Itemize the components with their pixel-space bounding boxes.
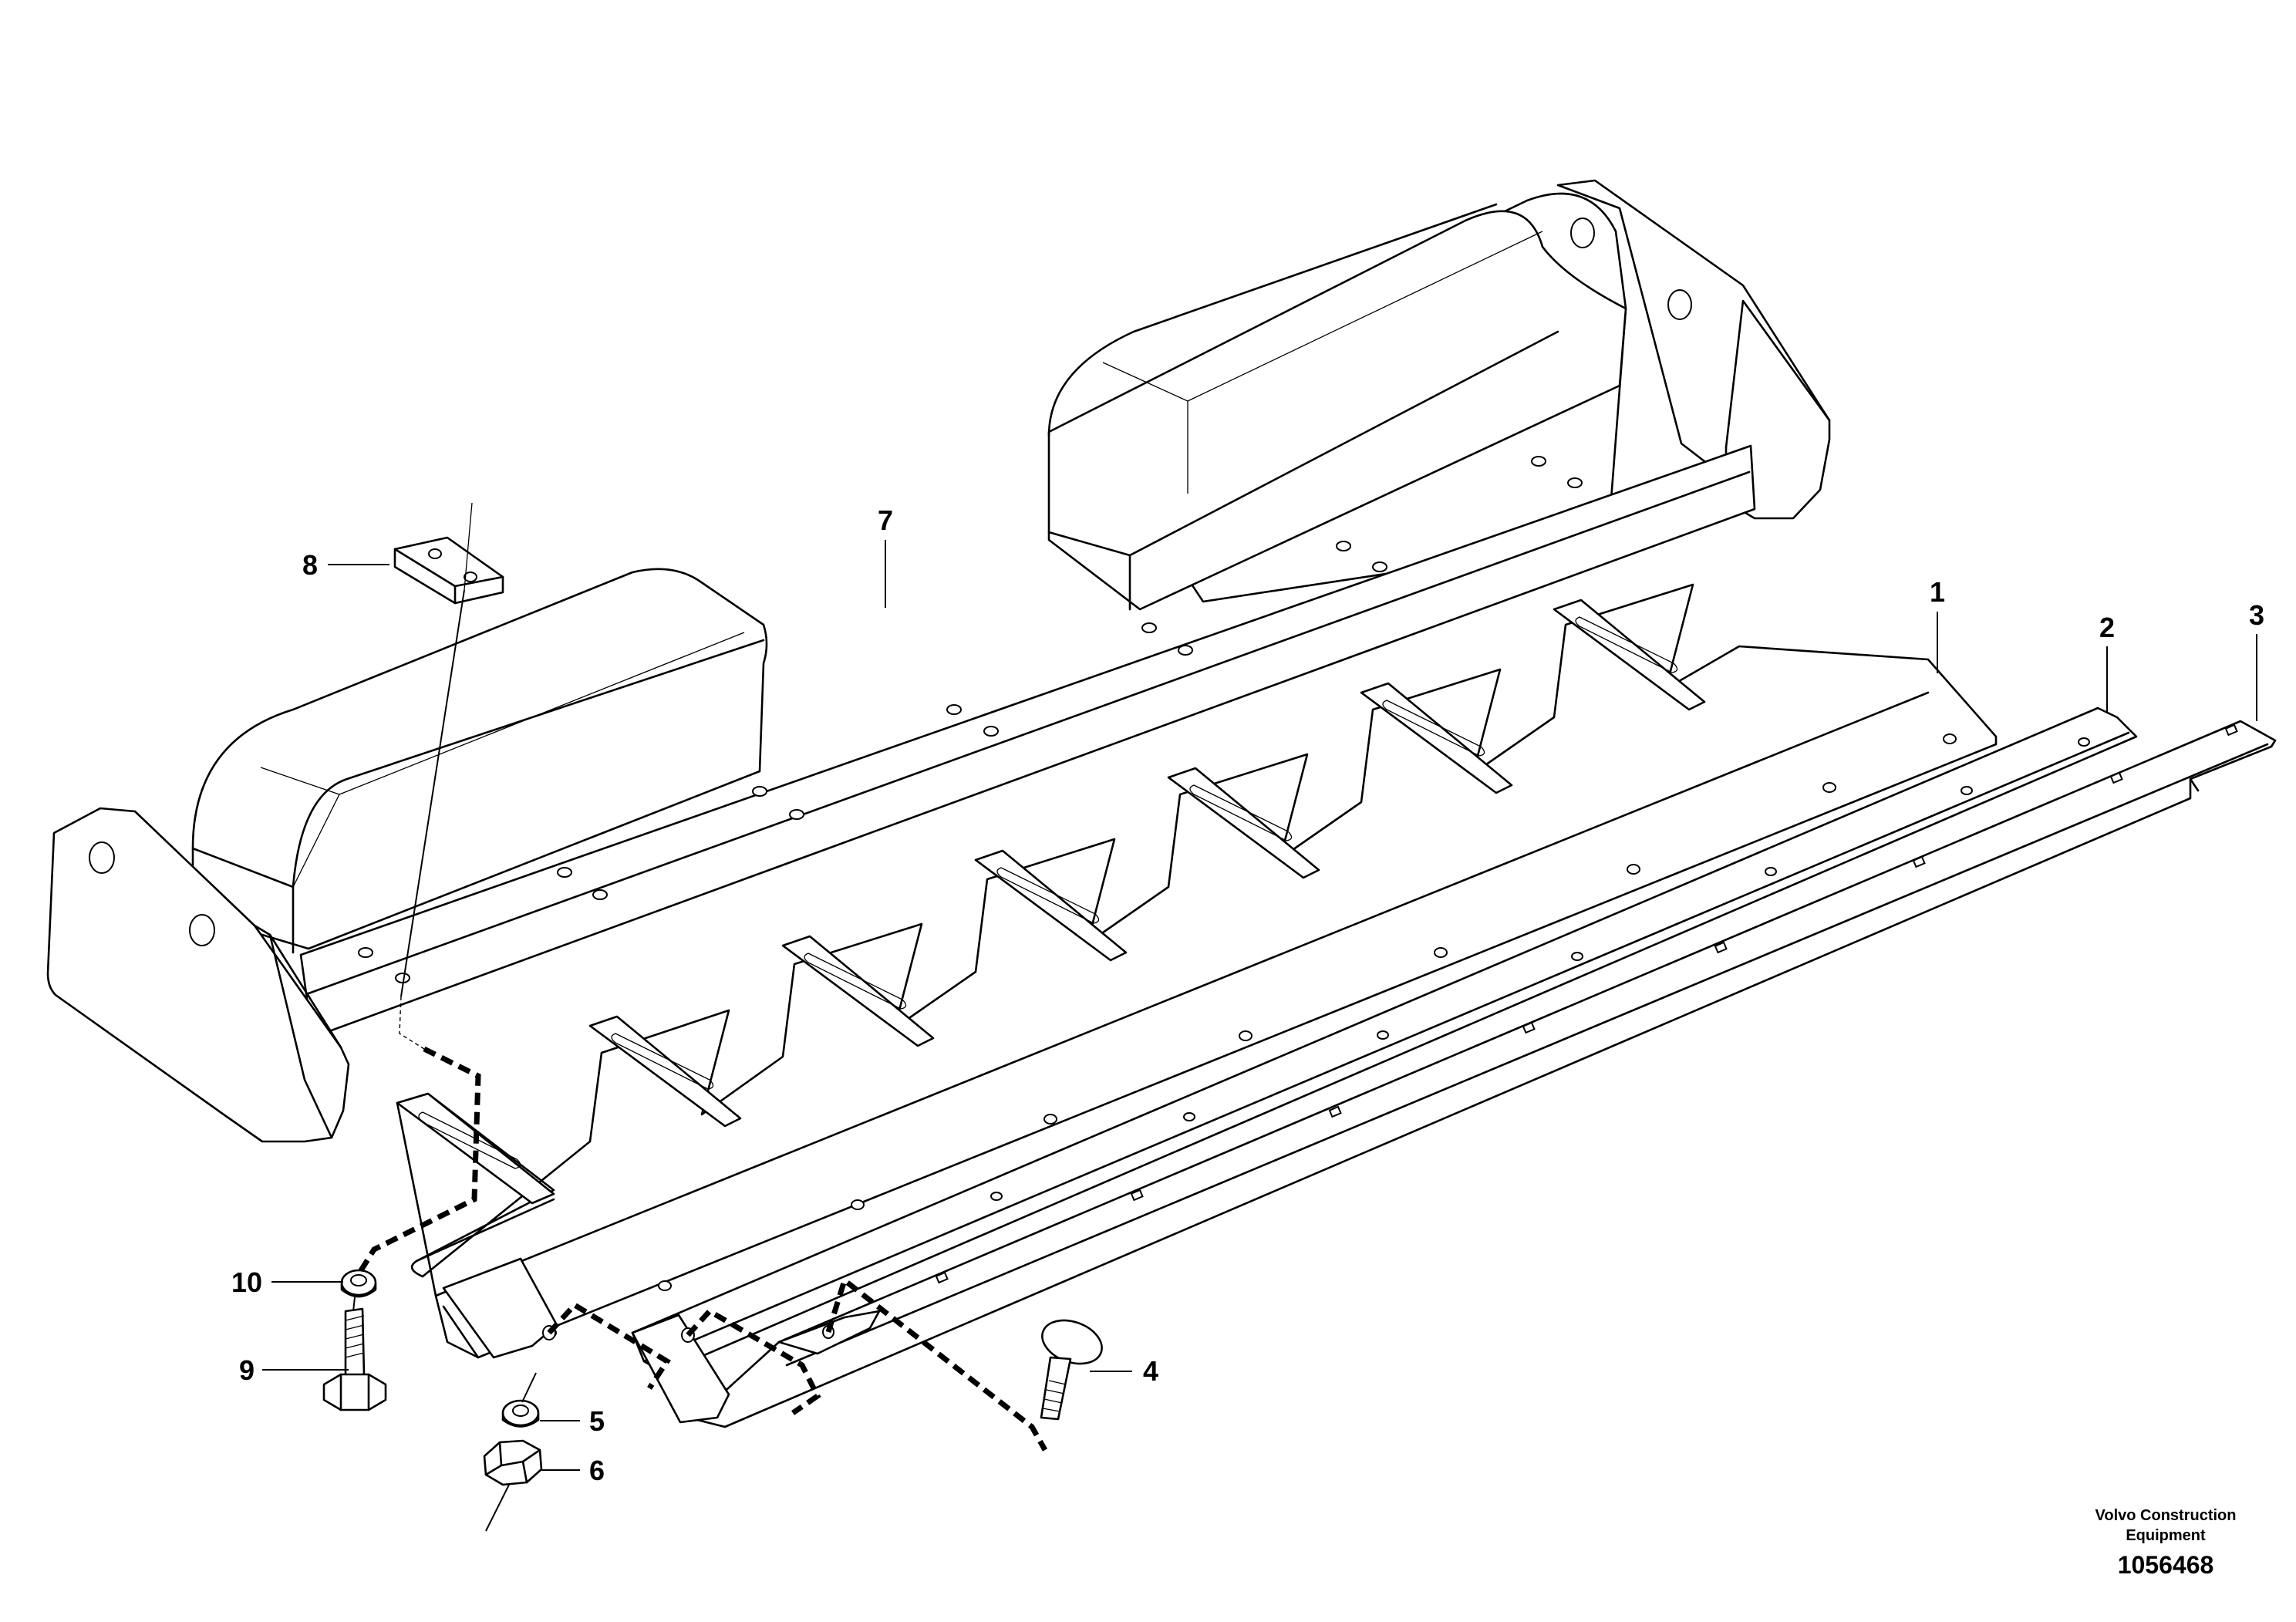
washer-part-10 <box>340 1269 377 1298</box>
slot-tab-4 <box>974 849 1128 962</box>
washer-part-5 <box>501 1399 540 1428</box>
callout-8: 8 <box>302 549 318 581</box>
spacer-block-part <box>393 536 504 605</box>
callout-9: 9 <box>239 1354 255 1386</box>
plate-hole-pattern <box>358 456 1583 983</box>
callout-1: 1 <box>1930 576 1945 608</box>
callout-10: 10 <box>231 1266 262 1298</box>
callout-6: 6 <box>589 1455 605 1486</box>
nut-part-6 <box>483 1439 543 1486</box>
drawing-number: 1056468 <box>2118 1551 2214 1579</box>
callout-3: 3 <box>2249 599 2264 631</box>
callout-5: 5 <box>589 1405 605 1437</box>
callout-7: 7 <box>878 504 893 536</box>
lower-bar-part <box>693 720 2277 1428</box>
callout-labels: 1 2 3 4 5 6 7 8 9 10 <box>231 504 2264 1486</box>
slot-tab-1 <box>396 1092 555 1205</box>
drawing-title-block: Volvo Construction Equipment 1056468 <box>2095 1507 2237 1579</box>
brand-line-1: Volvo Construction <box>2095 1507 2237 1524</box>
carriage-bolt-part-4 <box>1040 1319 1103 1421</box>
assembly-lines <box>352 502 1048 1532</box>
right-block <box>1047 192 1627 611</box>
bolt-part-9 <box>322 1307 387 1411</box>
slot-tab-7 <box>1553 599 1706 711</box>
slot-tab-3 <box>781 935 935 1047</box>
left-block <box>191 568 768 954</box>
callout-2: 2 <box>2099 612 2115 643</box>
cutting-edge-plate-part <box>396 583 1998 1359</box>
callout-leaders <box>262 540 2257 1471</box>
wear-strip-holes <box>990 737 2090 1201</box>
mounting-bracket-part <box>46 179 1831 1143</box>
slot-tab-2 <box>588 1015 742 1128</box>
wear-strip-part <box>631 706 2138 1374</box>
callout-4: 4 <box>1143 1355 1158 1387</box>
brand-line-2: Equipment <box>2126 1527 2206 1544</box>
slot-tab-6 <box>1360 682 1513 794</box>
left-end-plate <box>46 807 350 1143</box>
slot-tab-5 <box>1167 767 1320 879</box>
lower-bar-square-holes <box>935 723 2238 1284</box>
